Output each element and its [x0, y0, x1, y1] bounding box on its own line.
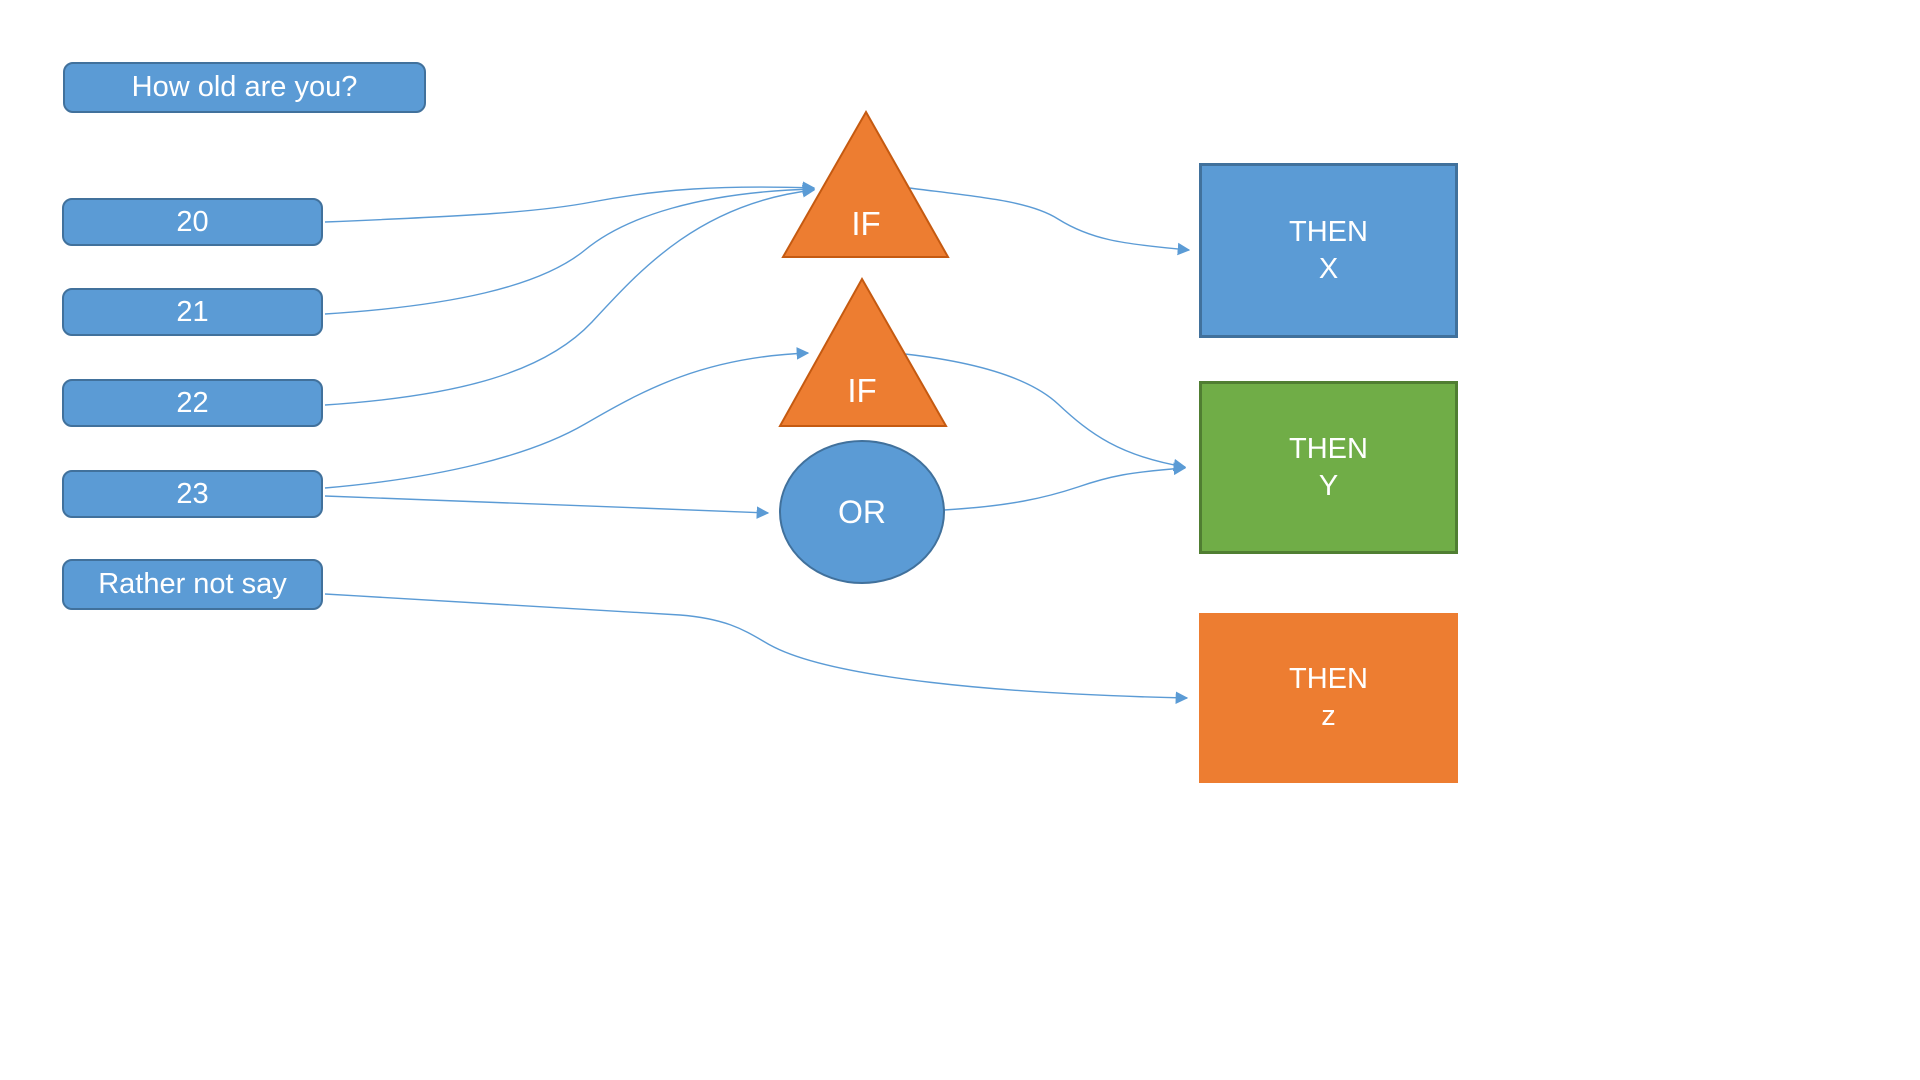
outcome-value: z	[1321, 700, 1336, 732]
option-label: Rather not say	[98, 568, 287, 600]
if-triangle-1[interactable]	[781, 109, 950, 258]
option-label: 23	[176, 477, 209, 510]
question-box[interactable]: How old are you?	[63, 62, 426, 113]
outcome-box-then-x[interactable]: THEN X	[1199, 163, 1458, 338]
option-label: 21	[176, 295, 209, 328]
outcome-keyword: THEN	[1289, 215, 1368, 248]
option-button-20[interactable]: 20	[62, 198, 323, 246]
option-button-rather-not-say[interactable]: Rather not say	[62, 559, 323, 610]
outcome-box-then-y[interactable]: THEN Y	[1199, 381, 1458, 554]
option-button-23[interactable]: 23	[62, 470, 323, 518]
option-button-21[interactable]: 21	[62, 288, 323, 336]
option-label: 22	[176, 386, 209, 419]
connector-23-to-or[interactable]	[324, 495, 770, 519]
connector-if2-to-theny[interactable]	[904, 353, 1187, 472]
option-label: 20	[176, 205, 209, 238]
outcome-value: X	[1318, 252, 1339, 285]
connector-or-to-theny[interactable]	[943, 462, 1187, 511]
option-button-22[interactable]: 22	[62, 379, 323, 427]
outcome-value: Y	[1318, 469, 1339, 502]
connector-if1-to-thenx[interactable]	[908, 187, 1191, 256]
connector-rathernotsay-to-thenz[interactable]	[324, 593, 1189, 705]
connector-22-to-if1[interactable]	[324, 185, 816, 406]
if-triangle-2[interactable]	[778, 276, 948, 427]
outcome-keyword: THEN	[1289, 663, 1368, 695]
or-circle[interactable]	[779, 440, 945, 584]
connector-21-to-if1[interactable]	[324, 183, 816, 315]
outcome-keyword: THEN	[1289, 432, 1368, 465]
outcome-box-then-z[interactable]: THEN z	[1199, 613, 1458, 783]
connector-23-to-if2[interactable]	[324, 347, 810, 489]
question-label: How old are you?	[131, 71, 358, 103]
connector-20-to-if1[interactable]	[324, 181, 816, 223]
